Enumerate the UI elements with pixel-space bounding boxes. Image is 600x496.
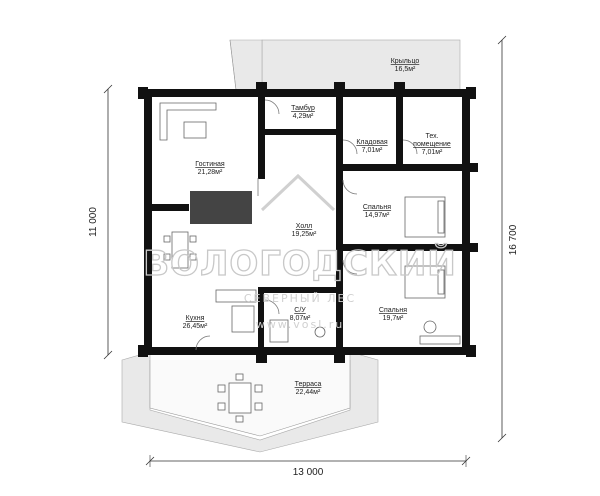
porch-deck — [229, 39, 461, 91]
watermark: ВОЛОГОДСКИЙ СЕВЕРНЫЙ ЛЕС www.vosl.ru — [143, 173, 456, 331]
dim-height-main: 11 000 — [88, 207, 99, 237]
bedroom1-area: 14,97м² — [365, 212, 390, 219]
hall-name: Холл — [296, 223, 313, 230]
bath-area: 8,07м² — [290, 315, 311, 322]
living-area: 21,28м² — [198, 169, 223, 176]
living-name: Гостиная — [195, 161, 225, 168]
porch-area: 16,5м² — [395, 66, 416, 73]
bedroom2-name: Спальня — [379, 307, 407, 314]
terrace-area: 22,44м² — [296, 389, 321, 396]
watermark-sub: СЕВЕРНЫЙ ЛЕС — [244, 292, 356, 305]
walls — [138, 82, 478, 363]
kitchen-area: 26,45м² — [183, 323, 208, 330]
watermark-site: www.vosl.ru — [256, 318, 345, 331]
tech-name2: помещение — [413, 141, 451, 148]
pantry-name: Кладовая — [356, 139, 388, 146]
kitchen-name: Кухня — [186, 315, 205, 322]
bath-name: С/У — [294, 307, 306, 314]
dimension-lines: 13 000 11 000 16 700 — [88, 35, 519, 478]
hall-area: 19,25м² — [292, 231, 317, 238]
tech-area: 7,01м² — [422, 149, 443, 156]
bedroom1-name: Спальня — [363, 204, 391, 211]
tech-name: Тех. — [425, 133, 438, 140]
dim-height-total: 16 700 — [508, 224, 519, 255]
porch-name: Крыльцо — [391, 58, 420, 65]
vestibule-area: 4,29м² — [293, 113, 314, 120]
room-labels: Крыльцо 16,5м² Тамбур 4,29м² Гостиная 21… — [183, 58, 451, 396]
bedroom2-area: 19,7м² — [383, 315, 404, 322]
vestibule-name: Тамбур — [291, 104, 315, 112]
pantry-area: 7,01м² — [362, 147, 383, 154]
dim-width: 13 000 — [293, 467, 324, 478]
watermark-brand: ВОЛОГОДСКИЙ — [143, 243, 456, 284]
doors — [195, 99, 418, 351]
furniture — [159, 102, 461, 423]
terrace-name: Терраса — [295, 381, 322, 388]
